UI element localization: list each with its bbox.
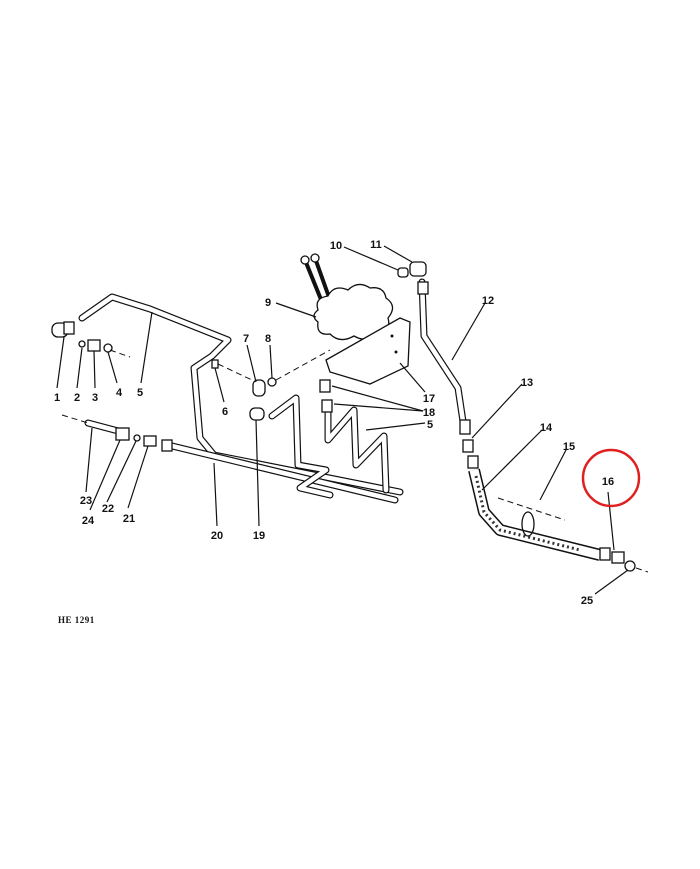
callout-23: 23 — [80, 495, 92, 507]
callout-5: 5 — [137, 387, 143, 399]
callout-19: 19 — [253, 530, 265, 542]
callout-15: 15 — [563, 441, 575, 453]
callout-3: 3 — [92, 392, 98, 404]
callout-10: 10 — [330, 240, 342, 252]
leader-lines — [56, 245, 629, 595]
fittings — [51, 321, 636, 572]
callout-22: 22 — [102, 503, 114, 515]
callout-13: 13 — [521, 377, 533, 389]
callout-24: 24 — [82, 515, 95, 527]
callout-2: 2 — [74, 392, 80, 404]
callout-18: 18 — [423, 407, 435, 419]
callout-labels: 1 2 3 4 5 6 7 8 9 10 11 12 13 14 15 16 1… — [54, 239, 614, 607]
callout-8: 8 — [265, 333, 271, 345]
callout-1: 1 — [54, 392, 60, 404]
callout-12: 12 — [482, 295, 494, 307]
valve-assembly — [300, 253, 429, 413]
callout-5-right: 5 — [427, 419, 433, 431]
callout-14: 14 — [540, 422, 553, 434]
highlight-circle — [581, 448, 641, 508]
callout-9: 9 — [265, 297, 271, 309]
callout-16: 16 — [602, 476, 614, 488]
callout-4: 4 — [116, 387, 123, 399]
callout-20: 20 — [211, 530, 223, 542]
callout-21: 21 — [123, 513, 135, 525]
callout-11: 11 — [370, 239, 382, 251]
centerlines — [61, 349, 649, 573]
callout-17: 17 — [423, 393, 435, 405]
figure-code: HE 1291 — [58, 615, 95, 625]
callout-7: 7 — [243, 333, 249, 345]
callout-6: 6 — [222, 406, 228, 418]
callout-25: 25 — [581, 595, 593, 607]
